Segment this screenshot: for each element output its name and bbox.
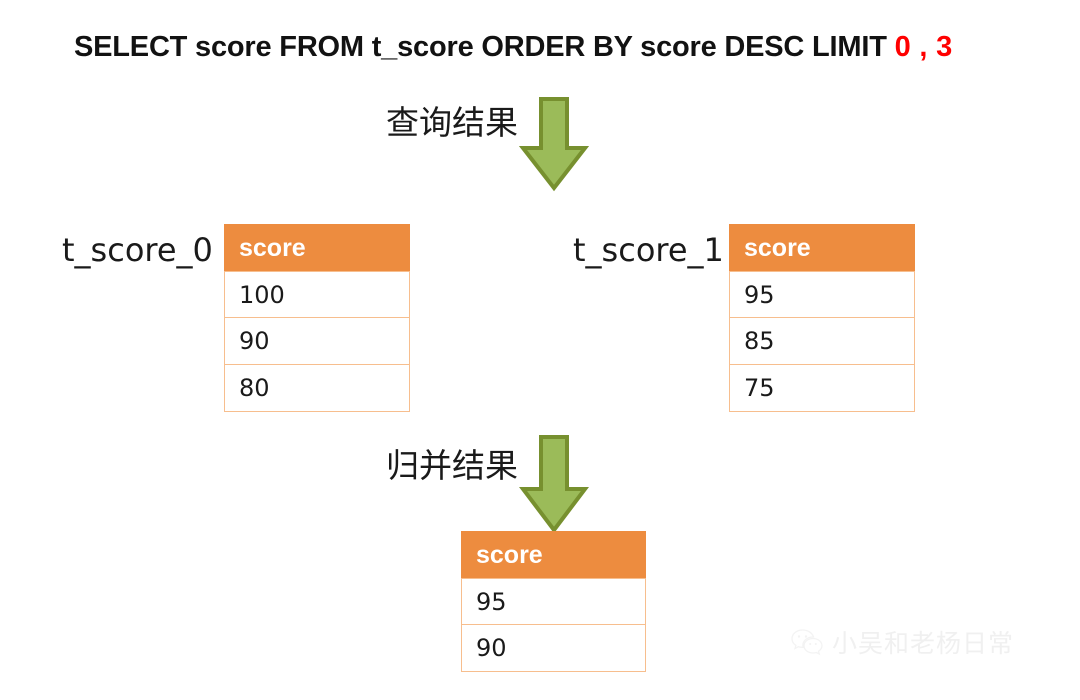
- shard-table-0-label: t_score_0: [62, 231, 213, 269]
- query-result-label: 查询结果: [386, 103, 518, 142]
- table-row: 100: [224, 271, 410, 318]
- wechat-icon: [791, 629, 823, 656]
- page-title: SELECT score FROM t_score ORDER BY score…: [74, 31, 952, 64]
- table-row: 85: [729, 318, 915, 365]
- table-row: 95: [729, 271, 915, 318]
- table-row: 90: [224, 318, 410, 365]
- limit-comma: ,: [911, 31, 936, 63]
- shard-table-1-header: score: [729, 224, 915, 271]
- down-arrow-icon: [519, 97, 589, 192]
- shard-table-1: score 95 85 75: [729, 224, 915, 412]
- merged-result-header: score: [461, 531, 646, 578]
- shard-table-0: score 100 90 80: [224, 224, 410, 412]
- table-row: 75: [729, 365, 915, 412]
- merged-result-table: score 95 90: [461, 531, 646, 672]
- merge-result-label: 归并结果: [386, 446, 518, 485]
- watermark-text: 小吴和老杨日常: [832, 629, 1015, 658]
- table-row: 90: [461, 625, 646, 672]
- page-title-statement: SELECT score FROM t_score ORDER BY score…: [74, 31, 895, 63]
- shard-table-0-header: score: [224, 224, 410, 271]
- table-row: 80: [224, 365, 410, 412]
- watermark: 小吴和老杨日常: [790, 624, 1014, 660]
- down-arrow-icon: [519, 435, 589, 534]
- table-row: 95: [461, 578, 646, 625]
- shard-table-1-label: t_score_1: [573, 231, 724, 269]
- limit-offset-value: 0: [894, 31, 911, 63]
- limit-count-value: 3: [936, 31, 953, 63]
